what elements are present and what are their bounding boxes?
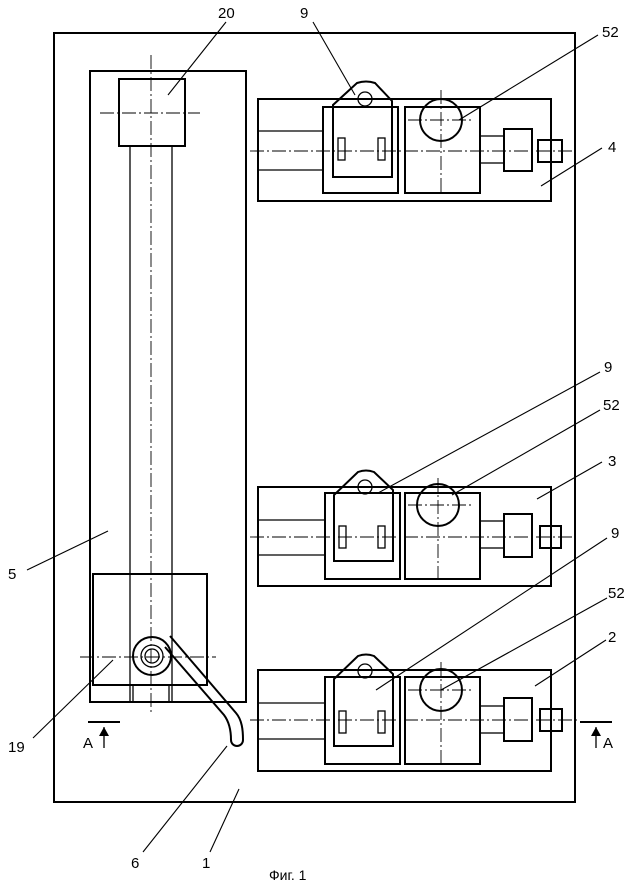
leader-5 — [27, 531, 108, 570]
station-bottom-shaft — [480, 706, 504, 733]
station-top-pin-left — [338, 138, 345, 160]
station-top-pin-right — [378, 138, 385, 160]
leader-9-bottom — [376, 538, 607, 690]
label-9-bottom: 9 — [611, 525, 619, 542]
leader-6 — [143, 746, 227, 852]
station-middle-nut — [504, 514, 532, 557]
lever-pivot-inner — [145, 649, 159, 663]
label-52-bottom: 52 — [608, 585, 625, 602]
station-middle-shaft — [480, 521, 504, 548]
label-3: 3 — [608, 453, 616, 470]
station-top-holder — [323, 107, 398, 193]
column-assembly — [80, 55, 246, 746]
leader-2 — [535, 640, 606, 686]
label-2: 2 — [608, 629, 616, 646]
leader-52-bottom — [441, 598, 607, 690]
leader-19 — [33, 660, 113, 738]
lever-arm — [165, 636, 243, 746]
leader-3 — [537, 462, 602, 499]
label-52-top: 52 — [602, 24, 619, 41]
station-bottom — [250, 655, 580, 772]
station-middle-holder — [325, 493, 400, 579]
lever-pivot-outer — [133, 637, 171, 675]
station-bottom-holder — [325, 677, 400, 764]
lever-pivot-mid — [141, 645, 163, 667]
section-marker-right: A — [580, 722, 613, 752]
label-1: 1 — [202, 855, 210, 872]
label-4: 4 — [608, 139, 616, 156]
label-5: 5 — [8, 566, 16, 583]
leader-52-middle — [452, 410, 600, 495]
leader-1 — [210, 789, 239, 852]
label-6: 6 — [131, 855, 139, 872]
label-20: 20 — [218, 5, 235, 22]
column-housing — [90, 71, 246, 702]
station-top-socket — [333, 82, 392, 178]
station-bottom-socket — [334, 655, 393, 747]
station-bottom-pin-right — [378, 711, 385, 733]
leader-lines — [27, 22, 607, 852]
base-frame — [54, 33, 575, 802]
label-9-top: 9 — [300, 5, 308, 22]
station-middle — [250, 471, 572, 587]
section-label-left: A — [83, 735, 93, 752]
section-marker-left: A — [83, 722, 120, 752]
top-block — [119, 79, 185, 146]
station-bottom-pin-left — [339, 711, 346, 733]
leader-9-middle — [378, 372, 600, 493]
leader-52-top — [459, 35, 598, 120]
station-top-nut — [504, 129, 532, 171]
section-label-right: A — [603, 735, 613, 752]
station-top-shaft — [480, 136, 504, 163]
figure-caption: Фиг. 1 — [269, 867, 307, 883]
station-top — [250, 82, 572, 202]
carriage-block — [93, 574, 207, 685]
label-9-middle: 9 — [604, 359, 612, 376]
label-52-middle: 52 — [603, 397, 620, 414]
station-bottom-nut — [504, 698, 532, 741]
label-19: 19 — [8, 739, 25, 756]
